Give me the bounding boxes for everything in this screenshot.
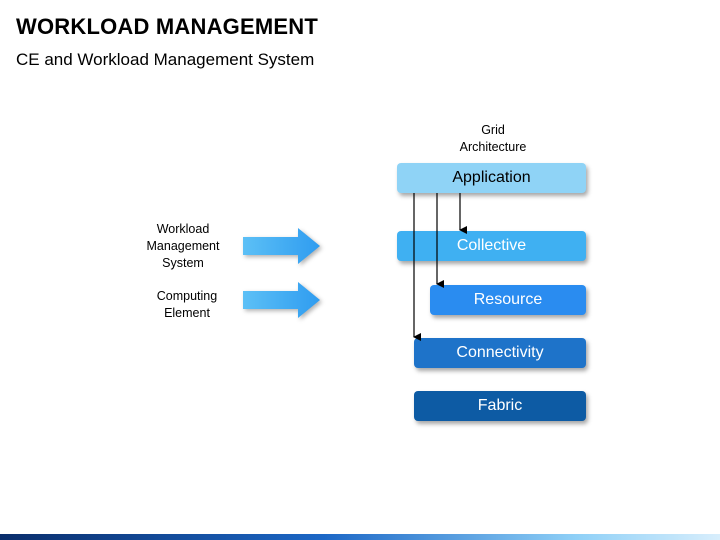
grid-label-line-1: Grid [481, 123, 505, 137]
wms-label: Workload Management System [128, 221, 238, 272]
collective-box: Collective [397, 231, 586, 261]
ce-label: Computing Element [132, 288, 242, 322]
collective-label: Collective [456, 237, 527, 254]
connectivity-label: Connectivity [456, 344, 544, 361]
fabric-label: Fabric [477, 397, 523, 414]
page-title: WORKLOAD MANAGEMENT [16, 14, 318, 39]
page-subtitle: CE and Workload Management System [16, 50, 315, 69]
connectivity-box: Connectivity [414, 338, 586, 368]
wms-block-arrow [243, 228, 320, 264]
wms-label-line-3: System [162, 256, 204, 270]
wms-label-line-2: Management [146, 239, 220, 253]
application-label: Application [452, 169, 531, 186]
fabric-box: Fabric [414, 391, 586, 421]
application-box: Application [397, 163, 586, 193]
grid-architecture-label: Grid Architecture [438, 122, 548, 156]
ce-block-arrow [243, 282, 320, 318]
ce-label-line-1: Computing [156, 289, 218, 303]
ce-label-line-2: Element [164, 306, 210, 320]
resource-label: Resource [473, 291, 543, 308]
grid-label-line-2: Architecture [459, 140, 527, 154]
wms-label-line-1: Workload [156, 222, 210, 236]
footer-bar [0, 534, 720, 540]
resource-box: Resource [430, 285, 586, 315]
